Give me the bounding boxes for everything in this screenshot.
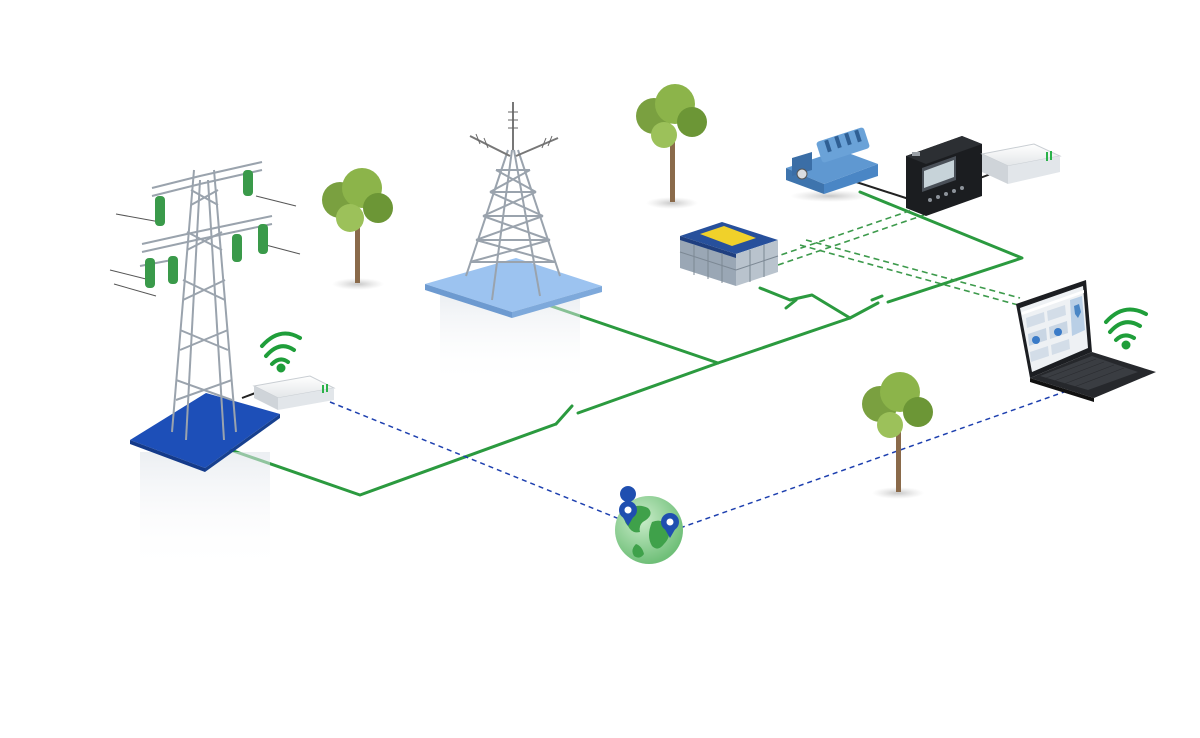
wifi-icon-laptop (1104, 307, 1148, 350)
insulators (145, 170, 268, 288)
laptop-dashboard[interactable] (1016, 0, 1156, 402)
network-lines (329, 391, 1065, 529)
power-line-tower (220, 422, 558, 497)
dashboard-widgets (1022, 290, 1085, 362)
gateway-tower-site[interactable] (252, 375, 336, 410)
battery-icon (679, 222, 779, 286)
gateway-box-icon (980, 143, 1062, 184)
tree-2 (636, 84, 707, 209)
data-line-3 (799, 244, 1019, 306)
data-line-1 (771, 207, 919, 259)
transmission-tower[interactable] (109, 161, 301, 572)
power-switch-genset (870, 294, 884, 302)
power-switch-battery (784, 298, 798, 310)
power-bus-main (576, 316, 852, 415)
transmission-tower-icon (109, 161, 301, 441)
genset-engine[interactable] (786, 127, 878, 202)
tower-pad (130, 393, 280, 468)
tree-3 (862, 372, 933, 499)
controller-icon (906, 136, 982, 216)
data-line-2 (777, 214, 925, 266)
location-pin-icon (619, 486, 637, 526)
data-lines (771, 207, 1021, 306)
wifi-icon-tower (260, 331, 302, 373)
power-switch-main (554, 404, 574, 426)
engine-icon (786, 127, 878, 202)
telecom-mast[interactable] (425, 102, 602, 385)
battery-storage[interactable] (679, 222, 779, 286)
gateway-box-icon (252, 375, 336, 410)
cable-genset-controller (849, 179, 913, 201)
power-line-genset-right (858, 190, 1024, 304)
power-line-battery (758, 286, 852, 320)
gateway-genset[interactable] (980, 143, 1062, 184)
network-line-gateway-globe (329, 401, 623, 521)
mast-pad (425, 258, 602, 312)
data-line-4 (805, 239, 1021, 299)
power-line-genset (848, 301, 880, 320)
cloud-globe[interactable] (615, 486, 683, 564)
radio-mast-icon (465, 102, 561, 301)
genset-controller[interactable] (906, 136, 982, 216)
location-pin-icon (661, 513, 679, 538)
laptop-icon (1016, 280, 1156, 402)
tree-1 (322, 168, 393, 290)
network-line-laptop-globe (679, 391, 1065, 529)
antenna-elements (475, 111, 553, 149)
